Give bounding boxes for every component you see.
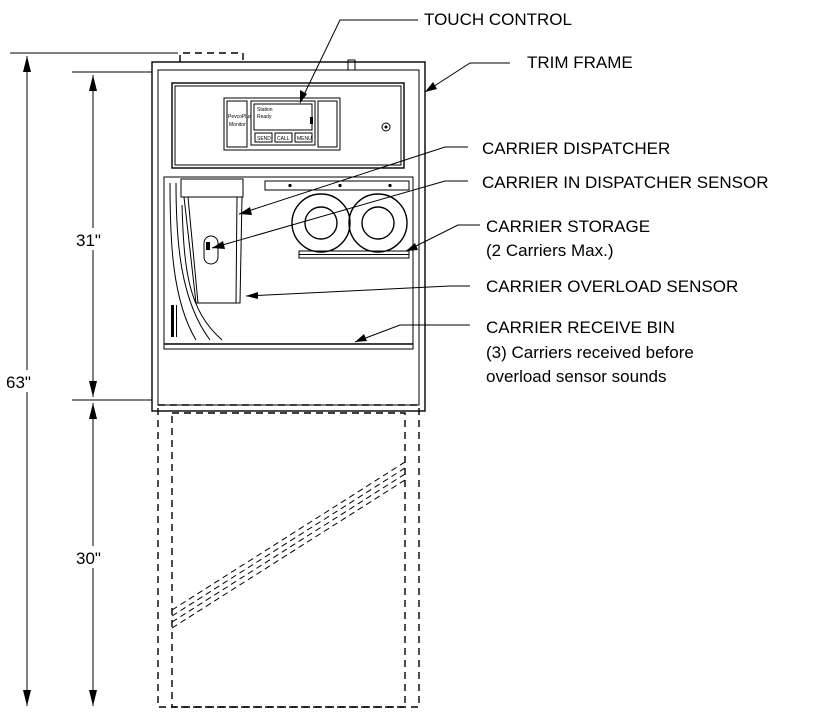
leader-arrowhead — [355, 334, 367, 342]
dim-arrow-up — [89, 403, 97, 419]
panel-right-wing — [317, 100, 338, 148]
carrier-receive-bin-note-1: (3) Carriers received before — [486, 343, 694, 362]
panel-left-wing — [226, 100, 248, 148]
dispatcher-cable — [181, 204, 223, 341]
leader-arrowhead — [246, 292, 258, 299]
dispatcher-head — [180, 178, 244, 198]
panel-sub: Monitor — [229, 122, 246, 128]
panel-button-send[interactable] — [254, 132, 273, 143]
dim-arrow-up — [23, 56, 31, 72]
screen-indicator — [310, 117, 313, 124]
dim-arrow-up — [89, 75, 97, 91]
control-housing-outline — [171, 82, 405, 169]
dim-arrow-down — [89, 690, 97, 706]
pedestal-inner — [171, 412, 406, 708]
overall-height-label: 63" — [6, 373, 31, 392]
leader-overload-sensor — [245, 285, 470, 297]
control-housing-inner — [174, 85, 402, 166]
dispatcher-tube — [183, 196, 243, 304]
cable-clamp — [176, 305, 177, 337]
carrier-storage-note: (2 Carriers Max.) — [486, 241, 614, 260]
leader-arrowhead — [239, 207, 252, 215]
pedestal-pipe-line — [171, 467, 406, 617]
touch-control-panel: PevcoPlus Monitor Station Ready SEND CAL… — [223, 97, 341, 151]
pedestal-pipe-line — [171, 461, 406, 611]
upper-height-label: 31" — [76, 231, 101, 250]
leader-arrowhead — [406, 243, 418, 251]
leader-arrowhead — [212, 241, 225, 249]
panel-button-menu[interactable] — [294, 132, 313, 143]
carrier-in-dispatcher-sensor-label: CARRIER IN DISPATCHER SENSOR — [482, 173, 769, 192]
leader-carrier-storage — [405, 224, 480, 252]
top-duct — [179, 52, 244, 62]
leader-arrowhead — [425, 82, 437, 92]
top-duct-outline — [179, 52, 244, 62]
lower-height-dimension: 30" — [74, 403, 114, 706]
leader-receive-bin — [354, 324, 470, 343]
dispatcher-tube-edge — [235, 196, 238, 304]
callout-labels: TOUCH CONTROL TRIM FRAME CARRIER DISPATC… — [424, 10, 769, 386]
trim-frame — [151, 61, 426, 412]
cabinet-body — [157, 69, 420, 406]
carrier-receive-bin — [164, 343, 413, 350]
dispatcher-cable — [175, 182, 211, 341]
dispatcher-tube-edge — [187, 196, 199, 304]
lower-height-label: 30" — [76, 549, 101, 568]
carrier-dispatcher — [169, 178, 244, 341]
carrier-receive-bin-note-2: overload sensor sounds — [486, 367, 667, 386]
touch-control-bezel — [223, 97, 341, 151]
stored-carrier-1 — [291, 193, 351, 253]
interior-bay — [163, 176, 414, 350]
pedestal-outer — [157, 404, 420, 708]
carrier-storage — [291, 193, 410, 259]
rail-screw-icon — [338, 183, 342, 188]
carrier-storage-label: CARRIER STORAGE — [486, 217, 650, 236]
upper-height-dimension: 31" — [72, 71, 152, 401]
btn-menu-label: MENU — [297, 136, 312, 142]
leader-arrowhead — [300, 90, 307, 103]
leader-lines — [211, 19, 510, 343]
leader-carrier-dispatcher — [238, 146, 468, 215]
storage-rail-bar — [264, 180, 410, 191]
carrier-receive-bin-label: CARRIER RECEIVE BIN — [486, 318, 675, 337]
rail-screw-icon — [388, 183, 392, 188]
btn-send-label: SEND — [257, 136, 271, 142]
trim-frame-label: TRIM FRAME — [527, 53, 633, 72]
leader-trim-frame — [424, 62, 510, 93]
dim-label-bg — [4, 370, 44, 392]
leader-dispatcher-sensor — [211, 180, 468, 249]
pedestal-pipe-line — [171, 473, 406, 623]
control-housing: PevcoPlus Monitor Station Ready SEND CAL… — [171, 82, 405, 169]
touch-control-label: TOUCH CONTROL — [424, 10, 572, 29]
dispatcher-cable — [169, 182, 197, 341]
dispatcher-sensor-led — [206, 242, 210, 250]
panel-brand: PevcoPlus — [228, 114, 252, 120]
dispatcher-sensor-icon — [203, 235, 219, 265]
stored-carrier-2-core — [361, 206, 395, 240]
stored-carrier-1-core — [304, 206, 338, 240]
cable-clamp — [171, 305, 174, 337]
touch-screen[interactable] — [250, 100, 316, 146]
rail-screw-icon — [288, 183, 292, 188]
dim-label-bg — [74, 546, 114, 568]
housing-lock-center — [384, 125, 388, 129]
leader-touch-control — [299, 19, 418, 104]
storage-rail — [264, 180, 410, 191]
overall-height-dimension: 63" — [4, 52, 178, 706]
housing-lock-icon — [381, 122, 391, 132]
dim-arrow-down — [89, 381, 97, 397]
carrier-dispatcher-label: CARRIER DISPATCHER — [482, 139, 670, 158]
dim-arrow-down — [23, 690, 31, 706]
pedestal-pipe-line — [171, 479, 406, 629]
screen-line-2: Ready — [257, 114, 272, 120]
dim-label-bg — [74, 228, 114, 250]
carrier-overload-sensor-label: CARRIER OVERLOAD SENSOR — [486, 277, 738, 296]
btn-call-label: CALL — [277, 136, 290, 142]
screen-line-1: Station — [257, 107, 273, 113]
pedestal — [157, 404, 420, 708]
panel-button-call[interactable] — [274, 132, 293, 143]
stored-carrier-2 — [348, 193, 408, 253]
